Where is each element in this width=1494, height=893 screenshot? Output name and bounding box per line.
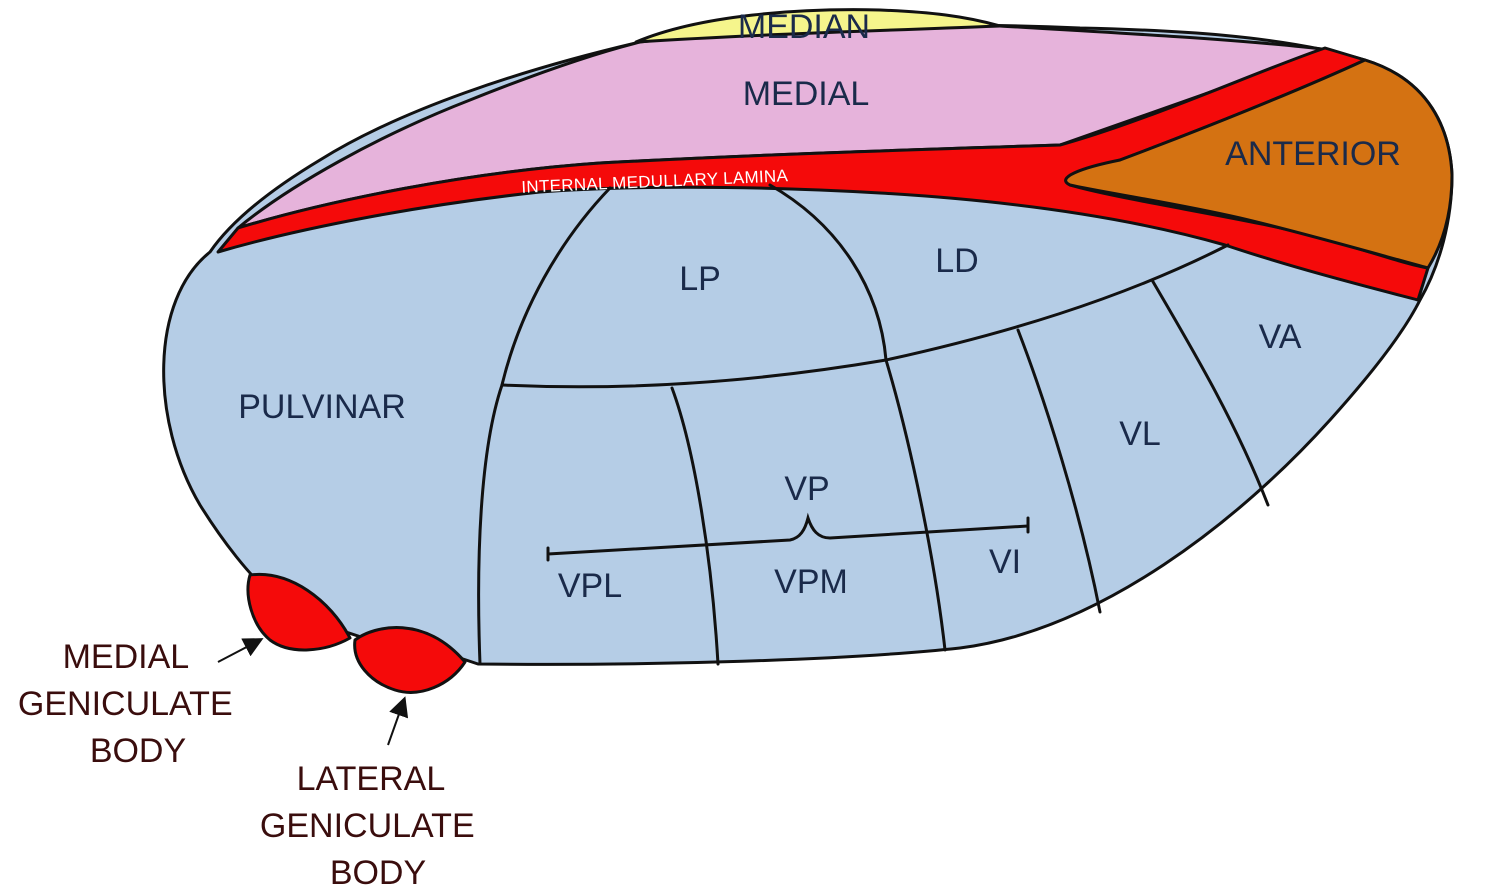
vp-label: VP	[784, 470, 829, 508]
medial-geniculate-body	[246, 572, 352, 652]
lateral-geniculate-label: LATERAL GENICULATE BODY	[260, 760, 484, 892]
medial-geniculate-label: MEDIAL GENICULATE BODY	[18, 638, 242, 770]
pulvinar-boundary	[477, 383, 504, 666]
vl-va-boundary	[1150, 278, 1270, 507]
median-nucleus-region	[634, 8, 1002, 44]
va-label: VA	[1259, 318, 1302, 356]
anterior-nucleus-region	[1064, 58, 1454, 270]
medial-geniculate-arrow	[217, 638, 264, 663]
median-label: MEDIAN	[738, 8, 870, 46]
internal-medullary-lamina-region	[216, 46, 1430, 302]
vpl-label: VPL	[558, 567, 622, 605]
lp-left-boundary	[500, 186, 612, 387]
vp-bracket	[546, 512, 1030, 562]
vi-vl-boundary	[1016, 328, 1102, 614]
lateral-geniculate-body	[353, 626, 467, 694]
vpm-label: VPM	[774, 563, 848, 601]
ld-label: LD	[935, 242, 978, 280]
lateral-geniculate-arrow	[387, 696, 409, 746]
vi-label: VI	[989, 543, 1021, 581]
pulvinar-label: PULVINAR	[238, 388, 406, 426]
lp-right-boundary	[768, 183, 888, 362]
lp-label: LP	[679, 260, 721, 298]
vl-label: VL	[1119, 415, 1161, 453]
medial-label: MEDIAL	[743, 75, 870, 113]
vpl-vpm-boundary	[670, 386, 720, 666]
vpm-vi-boundary	[884, 358, 947, 652]
anterior-label: ANTERIOR	[1225, 135, 1401, 173]
